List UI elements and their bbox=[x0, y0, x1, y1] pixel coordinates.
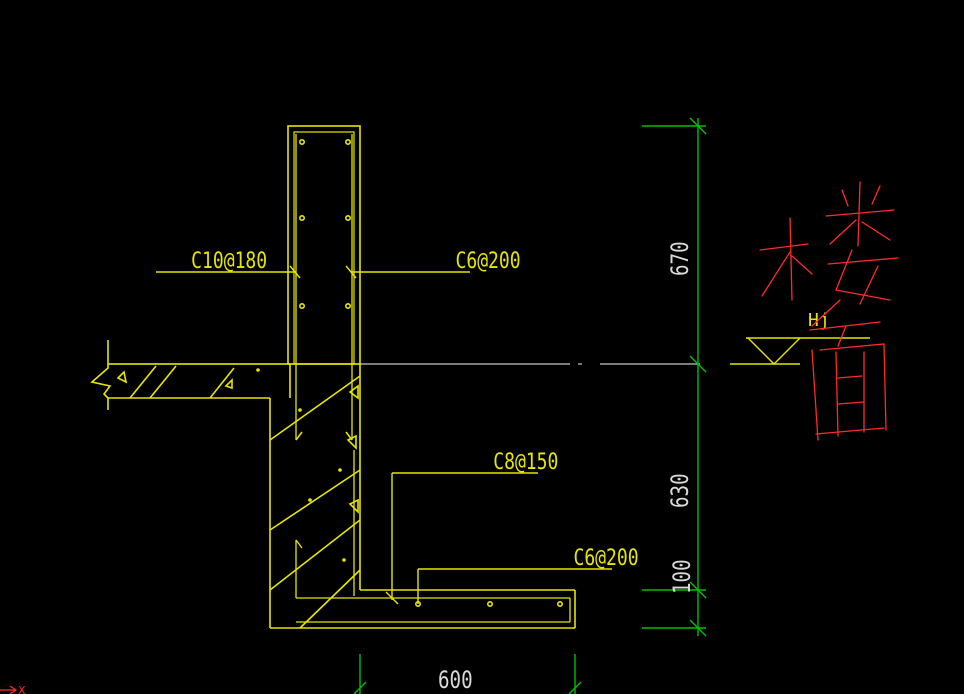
horizontal-dimension bbox=[353, 654, 582, 694]
floor-slab bbox=[90, 340, 290, 628]
ucs-axis-label: X bbox=[18, 684, 26, 694]
level-symbol bbox=[746, 337, 870, 365]
label-base-top-rebar: C8@150 bbox=[493, 448, 558, 474]
ucs-axis-icon bbox=[0, 685, 18, 694]
label-wall-outer-rebar: C10@180 bbox=[191, 247, 267, 273]
handwritten-markup bbox=[759, 181, 899, 441]
slab-break-line bbox=[90, 340, 112, 410]
vertical-dimension bbox=[642, 117, 707, 637]
dim-base-thickness: 100 bbox=[669, 559, 697, 594]
upper-wall bbox=[287, 125, 361, 441]
label-base-bottom-rebar: C6@200 bbox=[573, 544, 638, 570]
label-wall-inner-rebar: C6@200 bbox=[455, 247, 520, 273]
rebar-leaders bbox=[156, 265, 612, 605]
lower-wall-and-footing bbox=[269, 364, 576, 629]
dim-lower-height: 630 bbox=[667, 473, 695, 508]
dim-base-width: 600 bbox=[438, 667, 473, 694]
dim-upper-height: 670 bbox=[667, 241, 695, 276]
